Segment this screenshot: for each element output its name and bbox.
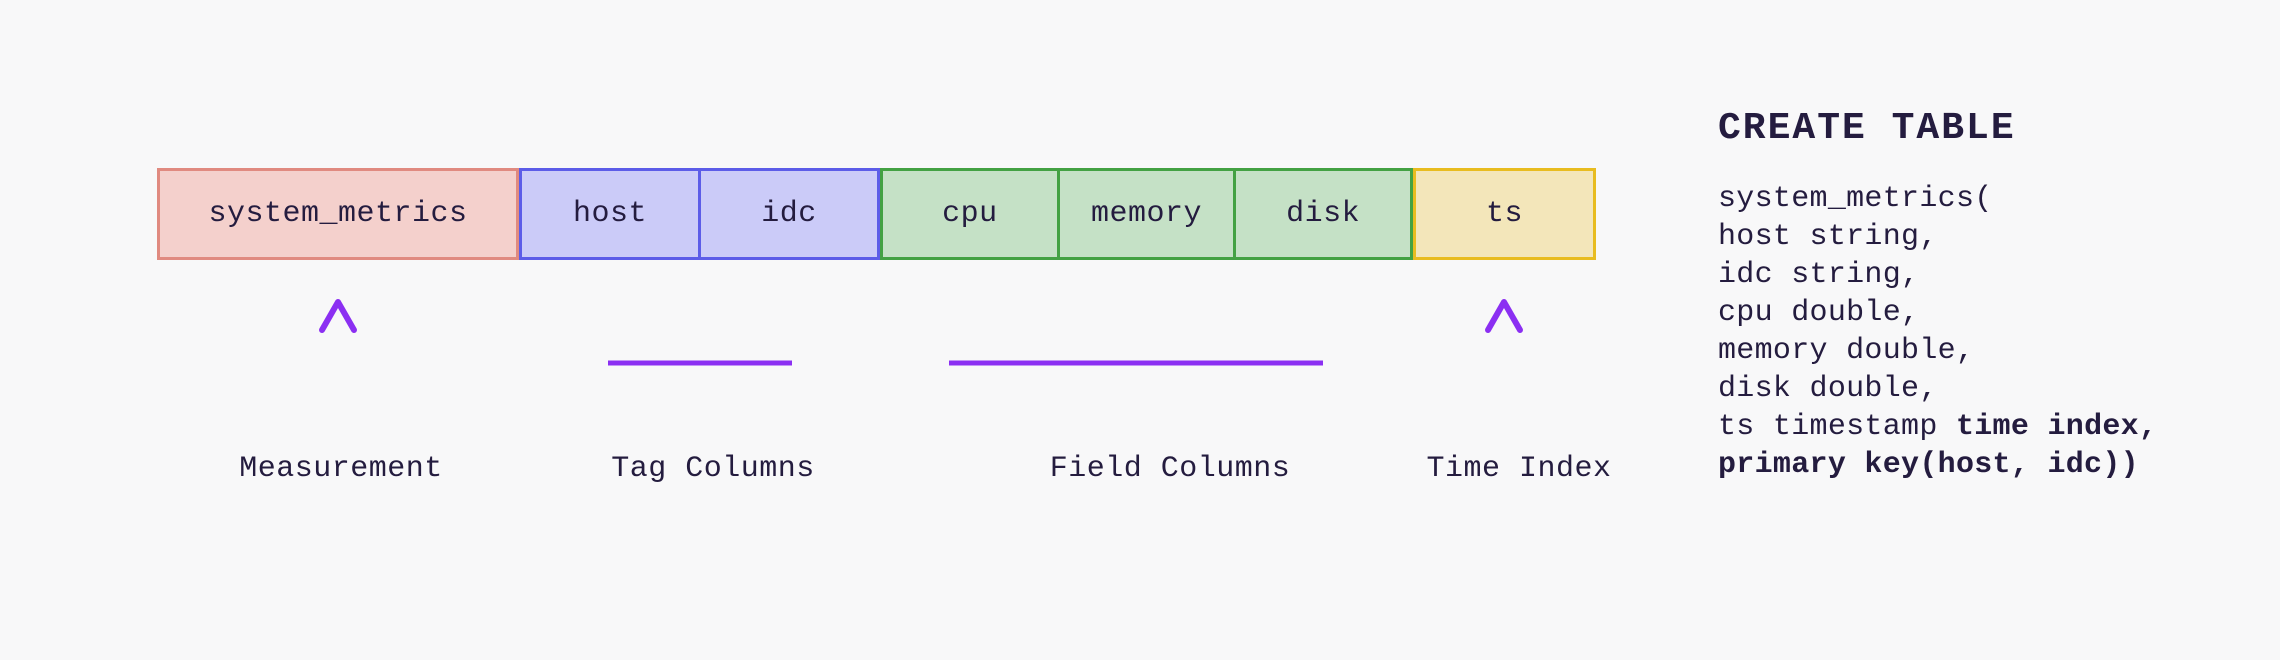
measurement-label: Measurement — [239, 452, 443, 486]
time-index-box: ts — [1413, 168, 1596, 260]
tag-columns-label: Tag Columns — [611, 452, 815, 486]
table-cell-disk: disk — [1233, 171, 1410, 257]
sql-line: cpu double, — [1718, 294, 2157, 332]
tag-columns-box: host idc — [519, 168, 880, 260]
measurement-box: system_metrics — [157, 168, 519, 260]
sql-title: CREATE TABLE — [1718, 107, 2016, 150]
sql-text: disk double, — [1718, 372, 1938, 406]
table-cell-memory: memory — [1056, 171, 1234, 257]
sql-code: system_metrics(host string, idc string, cp… — [1718, 180, 2157, 484]
sql-line: primary key(host, idc)) — [1718, 446, 2157, 484]
table-cell-system_metrics: system_metrics — [208, 197, 468, 231]
table-cell-cpu: cpu — [942, 197, 998, 231]
sql-line: memory double, — [1718, 332, 2157, 370]
sql-text: cpu double, — [1718, 296, 1920, 330]
table-cell-ts: ts — [1485, 197, 1523, 231]
time-index-arrow — [1485, 299, 1523, 414]
tag-columns-bracket — [608, 299, 792, 416]
sql-text: ts timestamp — [1718, 410, 1956, 444]
table-cell-host: host — [572, 197, 647, 231]
sql-keyword: time index, — [1955, 410, 2158, 444]
sql-snippet: CREATE TABLE system_metrics(host string,… — [1718, 108, 2157, 484]
table-cell-idc: idc — [698, 171, 877, 257]
field-columns-label: Field Columns — [1049, 452, 1291, 486]
sql-line: idc string, — [1718, 256, 2157, 294]
field-columns-bracket — [949, 299, 1323, 416]
sql-line: disk double, — [1718, 370, 2157, 408]
sql-keyword: primary key(host, idc)) — [1718, 448, 2139, 482]
sql-text: system_metrics( — [1718, 182, 1993, 216]
sql-text: idc string, — [1718, 258, 1920, 292]
sql-line: ts timestamp time index, — [1718, 408, 2157, 446]
sql-line: host string, — [1718, 218, 2157, 256]
sql-text: memory double, — [1718, 334, 1975, 368]
time-index-label: Time Index — [1426, 452, 1612, 486]
sql-text: host string, — [1718, 220, 1938, 254]
sql-line: system_metrics( — [1718, 180, 2157, 218]
measurement-arrow — [319, 299, 357, 414]
